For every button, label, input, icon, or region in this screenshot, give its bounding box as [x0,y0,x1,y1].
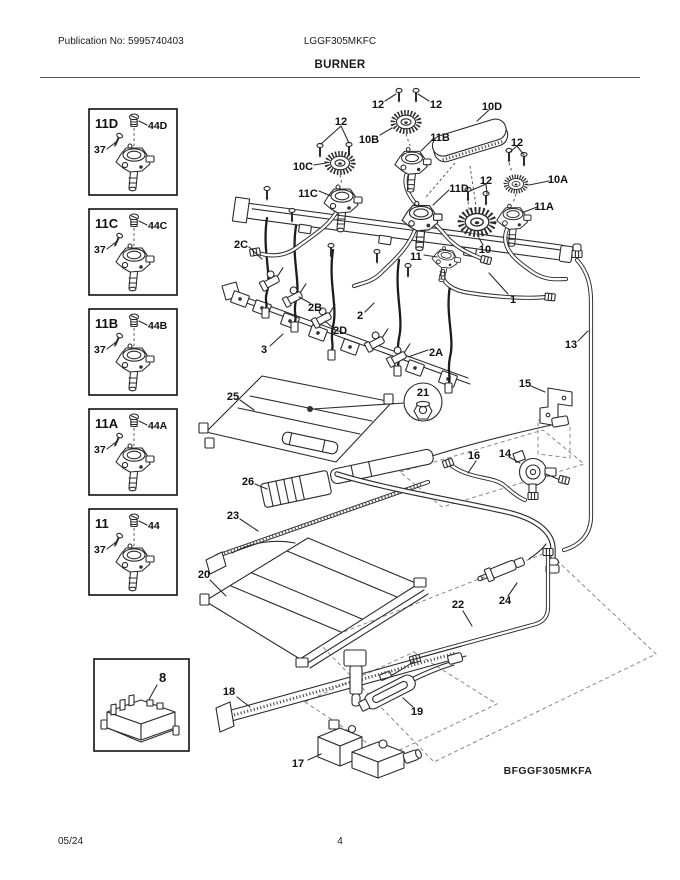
model-number: LGGF305MKFC [303,36,377,47]
callout-bolt-label: 44A [148,420,168,432]
oven-panel-20 [199,537,429,669]
shoulder-screw-glyph [128,513,140,528]
diagram-watermark: BFGGF305MKFA [504,765,593,777]
bake-ignitor-19 [358,652,464,712]
gas-tube-22 [378,547,554,681]
callout-part-number: 11A [95,416,119,431]
part-label-10D: 10D [482,101,502,113]
oval-burner-10D [431,118,509,163]
shoulder-screw-glyph [128,413,140,428]
gas-pipe-13 [561,243,594,553]
part-label-11C: 11C [298,188,318,200]
part-label-18: 18 [223,686,235,698]
part-label-3: 3 [261,344,267,356]
callout-bolt-label: 44D [148,120,168,132]
part-label-2D: 2D [333,325,347,337]
part-label-10: 10 [479,244,491,256]
part-label-11A: 11A [534,201,554,213]
header-rule [40,77,640,78]
callout-box-11A: 11A 44A 37 [88,408,178,496]
part-label-1: 1 [510,294,516,306]
part-label-25: 25 [227,391,239,403]
part-label-26: 26 [242,476,254,488]
broil-supply-tube [334,471,560,574]
footer-page-number: 4 [337,836,343,847]
callout-screw-label: 37 [94,244,106,256]
callout-part-number: 11 [95,516,109,531]
pressure-regulator-14 [512,449,571,501]
callout-screw-label: 37 [94,544,106,556]
burner-head-10B [393,113,419,132]
callout-box-8: 8 [93,658,190,752]
part-labels: 12 12 10D 12 10B 11B 12 10C 11C 11D 12 1… [198,99,577,770]
exploded-diagram: 12 12 10D 12 10B 11B 12 10C 11C 11D 12 1… [198,87,657,779]
part-label-13: 13 [565,339,577,351]
part-label-14: 14 [499,448,512,460]
publication-number: Publication No: 5995740403 [58,36,184,47]
burner-head-10A [506,176,527,191]
gas-valves [256,264,417,369]
callout-bolt-label: 44B [148,320,168,332]
gas-tube-16 [441,457,528,503]
part-label-10B: 10B [359,134,379,146]
part-label-24: 24 [499,595,512,607]
callout-part-number: 11B [95,316,118,331]
part-label-12: 12 [335,116,347,128]
burner-head-10C [327,154,353,173]
part-label-2A: 2A [429,347,443,359]
part-label-12: 12 [430,99,442,111]
part-label-21: 21 [417,387,429,399]
leader-lines [209,93,589,761]
callout-box-11: 11 44 37 [88,508,178,596]
ignitor-harness-26 [260,415,569,508]
shoulder-screw-glyph [128,313,140,328]
part-label-11: 11 [410,251,422,263]
spark-module-drawing [100,694,180,743]
rail-18 [215,645,467,733]
ignitor-wires [261,216,453,394]
callout-part-number: 11C [95,216,119,231]
tube-23 [205,479,431,575]
orifice-holder-11 [428,244,463,285]
callout-box-11C: 11C 44C 37 [88,208,178,296]
callout-bolt-label: 44 [148,520,160,532]
spark-ignitor-24 [477,543,547,583]
part-label-10A: 10A [548,174,568,186]
part-label-2B: 2B [308,302,322,314]
burner-bracket [221,281,471,388]
part-label-22: 22 [452,599,464,611]
part-label-2: 2 [357,310,363,322]
callout-box-11D: 11D 44D 37 [88,108,178,196]
section-title: BURNER [314,59,366,71]
part-label-19: 19 [411,706,423,718]
part-label-11B: 11B [430,132,450,144]
part-label-20: 20 [198,569,210,581]
burner-head-10 [461,210,494,234]
part-label-2C: 2C [234,239,248,251]
callout-screw-label: 37 [94,144,106,156]
part-label-12: 12 [372,99,384,111]
callout-bolt-label: 44C [148,220,168,232]
part-label-10C: 10C [293,161,313,173]
footer-date: 05/24 [58,836,84,847]
burner-base-11B [394,147,432,193]
deflector-panel-25 [198,375,394,463]
part-label-11D: 11D [449,183,469,195]
callout-part-number: 8 [159,670,166,685]
part-label-12: 12 [511,137,523,149]
shoulder-screw-glyph [128,113,140,128]
part-label-17: 17 [292,758,304,770]
nut-21-detail [307,382,443,422]
part-label-16: 16 [468,450,480,462]
safety-valve-17 [317,719,422,779]
shoulder-screw-glyph [128,213,140,228]
part-label-15: 15 [519,378,531,390]
part-label-23: 23 [227,510,239,522]
callout-box-11B: 11B 44B 37 [88,308,178,396]
callout-part-number: 11D [95,116,118,131]
part-label-12: 12 [480,175,492,187]
callout-screw-label: 37 [94,344,106,356]
callout-screw-label: 37 [94,444,106,456]
